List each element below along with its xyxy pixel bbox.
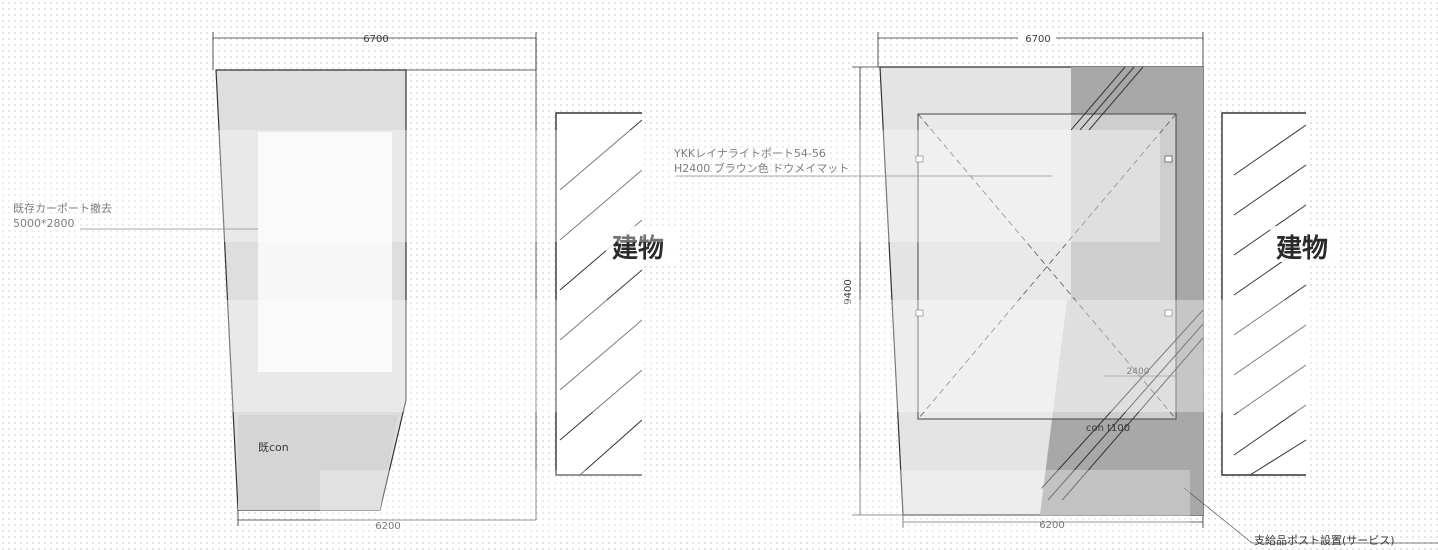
watermark-overlay [0, 130, 1438, 540]
right-top-dimension: 6700 [877, 31, 1204, 67]
left-top-dimension-label: 6700 [363, 34, 388, 45]
left-building-label: 建物 [612, 234, 664, 264]
left-building: 建物 [555, 112, 676, 476]
left-removed-carport-area [258, 132, 392, 372]
right-depth-dimension: 9400 [843, 66, 903, 516]
right-building-label: 建物 [1276, 234, 1328, 264]
right-carport-spec-label: H2400 ブラウン色 ドウメイマット [674, 161, 849, 175]
left-existing-concrete-area [238, 415, 398, 510]
right-bottom-dimension: 6200 [902, 515, 1204, 531]
right-pillar-dimension-label: 2400 [1127, 367, 1150, 377]
right-top-dimension-label: 6700 [1025, 34, 1050, 45]
left-bottom-dimension: 6200 [237, 510, 536, 532]
right-carport-product-label: YKKレイナライトポート54-56 [673, 147, 826, 160]
left-carport-removal-label: 既存カーポート撤去 [13, 201, 112, 215]
right-building: 建物 [1221, 112, 1340, 476]
right-mailbox-label: 支給品ポスト設置(サービス) [1254, 533, 1395, 547]
right-bottom-dimension-label: 6200 [1039, 520, 1064, 531]
left-existing-concrete-label: 既con [258, 441, 289, 454]
left-plan: 6700 6200 既存カーポート撤去 5000*2800 既con [13, 32, 676, 532]
right-concrete-label: con t100 [1086, 423, 1130, 434]
left-bottom-dimension-label: 6200 [375, 521, 400, 532]
right-depth-dimension-label: 9400 [843, 279, 854, 304]
left-carport-size-label: 5000*2800 [13, 217, 75, 230]
right-plan: 6700 9400 6200 YKKレイナライトポート54-56 H2400 ブ… [673, 31, 1438, 547]
